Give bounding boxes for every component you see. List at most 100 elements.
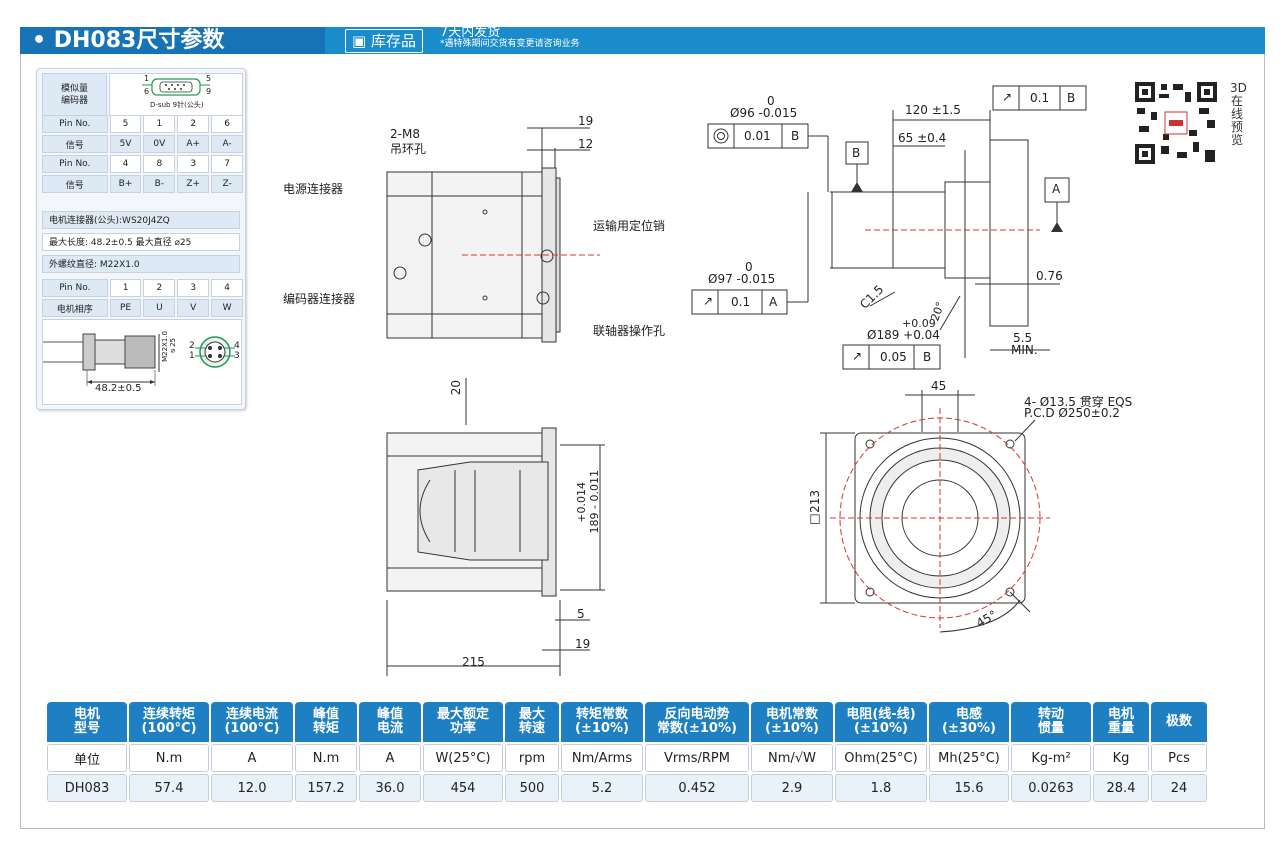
datum-b-ref-2: B <box>1067 91 1076 105</box>
spec-header: 电机常数 (±10%) <box>751 702 833 742</box>
encoder-cell: 6 <box>211 115 243 133</box>
dim-5: 5 <box>577 607 585 621</box>
unit-cell: Kg-m² <box>1011 744 1091 772</box>
encoder-cell: 8 <box>143 155 176 173</box>
spec-header: 反向电动势 常数(±10%) <box>645 702 749 742</box>
tol-01-b: 0.1 <box>1030 91 1050 105</box>
runout-icon: ↗ <box>703 294 714 308</box>
encoder-cell: Z+ <box>177 175 210 193</box>
motor-cell: 电机相序 <box>42 299 108 317</box>
motor-cell: 4 <box>211 279 243 297</box>
encoder-cell: Z- <box>211 175 243 193</box>
pin-label-9: 9 <box>206 87 212 96</box>
holes-spec: 4- Ø13.5 贯穿 EQS <box>1024 395 1133 409</box>
unit-cell: Mh(25°C) <box>929 744 1009 772</box>
value-cell: 454 <box>423 774 503 802</box>
page-header: • DH083尺寸参数 ▣ 库存品 7天内发货 *遇特殊期间交货有变更请咨询业务 <box>0 0 1285 54</box>
dim-length: 48.2±0.5 <box>95 383 142 394</box>
pin-1: 1 <box>189 351 195 361</box>
spec-header: 最大额定 功率 <box>423 702 503 742</box>
datum-b-ref: B <box>791 129 800 143</box>
transport-pin-label: 运输用定位销 <box>593 219 666 233</box>
dim-189: 189 - 0.011 <box>588 470 601 534</box>
shipping-info: 7天内发货 *遇特殊期间交货有变更请咨询业务 <box>440 26 580 50</box>
dsub-connector: 1 5 6 9 D-sub 9针(公头) <box>109 73 243 116</box>
motor-cell: U <box>143 299 176 317</box>
3d-preview-label[interactable]: 3D在线预览 <box>1230 81 1247 147</box>
dim-20: 20 <box>449 380 463 396</box>
value-cell: 57.4 <box>129 774 209 802</box>
motor-connector-model: 电机连接器(公头):WS20J4ZQ <box>42 211 240 229</box>
unit-cell: 单位 <box>47 744 127 772</box>
phi189-tol: +0.09 <box>902 317 936 330</box>
coupling-hole-label: 联轴器操作孔 <box>593 324 666 338</box>
unit-cell: Vrms/RPM <box>645 744 749 772</box>
ship-main: 7天内发货 <box>440 25 501 40</box>
datum-b-ref-3: B <box>923 350 932 364</box>
encoder-label: 模似量 编码器 <box>42 73 107 116</box>
spec-header: 峰值 电流 <box>359 702 421 742</box>
power-connector-label: 电源连接器 <box>283 182 344 196</box>
value-cell: 12.0 <box>211 774 293 802</box>
spec-header: 最大 转速 <box>505 702 559 742</box>
value-cell: 15.6 <box>929 774 1009 802</box>
dim-19-bottom: 19 <box>575 637 591 651</box>
datum-b: B <box>852 146 861 160</box>
encoder-cell: 3 <box>177 155 210 173</box>
tol-001: 0.01 <box>744 129 771 143</box>
value-cell: 0.452 <box>645 774 749 802</box>
encoder-cell: Pin No. <box>42 155 108 173</box>
encoder-cell: 7 <box>211 155 243 173</box>
encoder-cell: 1 <box>143 115 176 133</box>
spec-header: 峰值 转矩 <box>295 702 357 742</box>
encoder-cell: 5 <box>109 115 142 133</box>
unit-cell: rpm <box>505 744 559 772</box>
dim-076: 0.76 <box>1036 269 1063 283</box>
unit-cell: A <box>211 744 293 772</box>
spec-header: 转动 惯量 <box>1011 702 1091 742</box>
lift-hole-label-cn: 吊环孔 <box>390 142 427 156</box>
unit-cell: W(25°C) <box>423 744 503 772</box>
motor-cell: V <box>177 299 210 317</box>
spec-header-row: 电机 型号 连续转矩 (100°C) 连续电流 (100°C) 峰值 转矩 峰值… <box>47 702 1207 742</box>
tol-005: 0.05 <box>880 350 907 364</box>
qr-code-icon[interactable] <box>1133 80 1219 166</box>
dim-65: 65 ±0.4 <box>898 131 947 145</box>
phi189: Ø189 +0.04 <box>867 328 940 342</box>
motor-cell: W <box>211 299 243 317</box>
datum-a-ref: A <box>769 295 778 309</box>
pin-2: 2 <box>189 341 195 351</box>
spec-header: 电阻(线-线) (±10%) <box>835 702 927 742</box>
motor-connector-thread: 外螺纹直径: M22X1.0 <box>42 255 240 273</box>
dim-12: 12 <box>578 137 594 151</box>
tol-01-a: 0.1 <box>731 295 751 309</box>
unit-cell: Nm/Arms <box>561 744 643 772</box>
encoder-cell: 2 <box>177 115 210 133</box>
runout-icon: ↗ <box>1002 90 1013 104</box>
dsub-connector-icon <box>142 78 210 96</box>
value-cell: 5.2 <box>561 774 643 802</box>
content-frame <box>20 54 1265 829</box>
datum-a: A <box>1052 182 1061 196</box>
motor-connector-figure: 48.2±0.5 M22X1.0 ⌀25 2 1 4 3 <box>42 319 242 405</box>
dim-19-top: 19 <box>578 114 594 128</box>
value-cell: 157.2 <box>295 774 357 802</box>
dsub-note: D-sub 9针(公头) <box>150 101 204 109</box>
phi96: Ø96 -0.015 <box>730 106 798 120</box>
spec-header: 电感 (±30%) <box>929 702 1009 742</box>
encoder-cell: 5V <box>109 135 142 153</box>
pin-3: 3 <box>234 351 240 361</box>
motor-cell: 1 <box>109 279 142 297</box>
value-cell: 500 <box>505 774 559 802</box>
encoder-header-table: 模似量 编码器 1 5 6 9 D-sub 9针(公头) <box>40 71 245 118</box>
pin-4: 4 <box>234 341 240 351</box>
motor-cell: Pin No. <box>42 279 108 297</box>
spec-header: 连续转矩 (100°C) <box>129 702 209 742</box>
spec-value-row: DH083 57.4 12.0 157.2 36.0 454 500 5.2 0… <box>47 774 1207 802</box>
encoder-cell: 4 <box>109 155 142 173</box>
value-cell: 0.0263 <box>1011 774 1091 802</box>
runout-icon: ↗ <box>852 349 863 363</box>
value-cell: 36.0 <box>359 774 421 802</box>
